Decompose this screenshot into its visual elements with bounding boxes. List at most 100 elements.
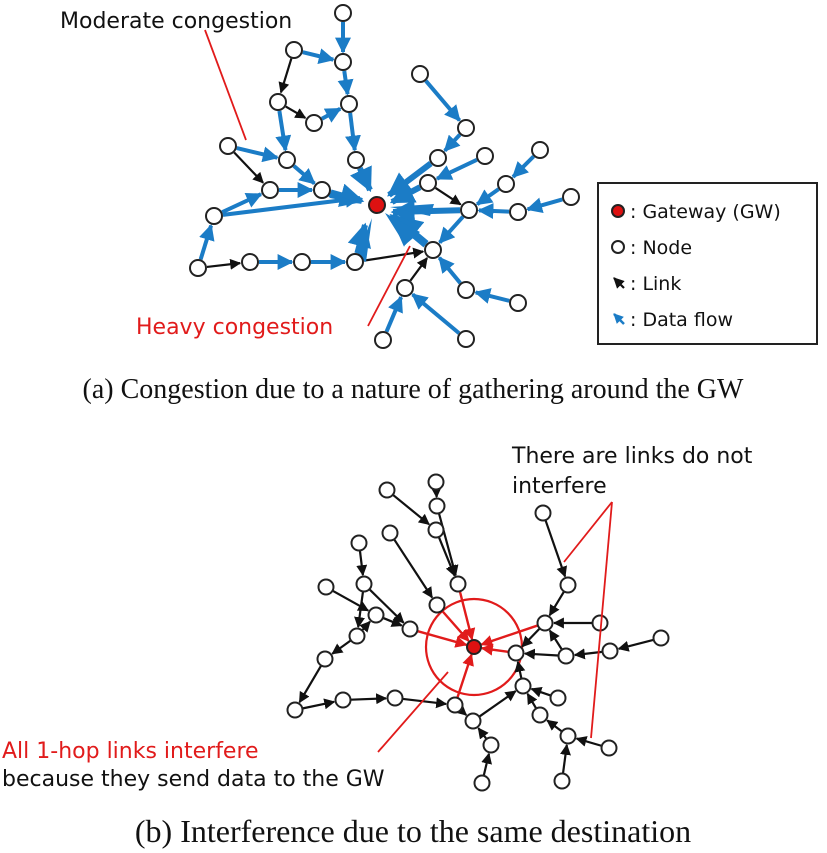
node-icon	[241, 253, 259, 271]
one-hop-link-arrow	[441, 610, 470, 642]
node-icon	[334, 4, 352, 22]
node-icon	[559, 727, 577, 745]
legend: : Gateway (GW) : Node : Link : Data flow	[597, 182, 818, 345]
node-icon	[457, 330, 475, 348]
one-hop-link-arrow	[458, 591, 476, 641]
congestion-wedge	[390, 204, 434, 216]
node-icon	[269, 93, 287, 111]
node-icon	[419, 174, 437, 192]
legend-data-flow-icon	[613, 313, 625, 325]
data-flow-arrow	[435, 158, 478, 181]
panel-b-one-hop-links	[417, 591, 538, 698]
node-icon	[313, 181, 331, 199]
one-hop-link-arrow	[417, 630, 468, 648]
moderate-congestion-leader	[204, 29, 247, 141]
legend-gateway-icon	[611, 204, 625, 218]
panel-a-gateway-icon	[368, 196, 386, 214]
link-arrow	[233, 151, 264, 184]
link-arrow	[478, 690, 517, 718]
link-arrow	[363, 247, 425, 262]
node-icon	[549, 689, 567, 707]
data-flow-arrow	[221, 192, 263, 215]
node-icon	[424, 241, 442, 259]
all-one-hop-leader	[377, 671, 449, 753]
legend-node-label: : Node	[630, 237, 692, 259]
link-arrow	[302, 698, 336, 710]
link-arrow	[393, 539, 434, 599]
all-one-hop-label: All 1-hop links interfere	[2, 739, 259, 764]
node-icon	[427, 473, 445, 491]
node-icon	[507, 644, 525, 662]
node-icon	[531, 141, 549, 159]
node-icon	[350, 534, 368, 552]
because-label: because they send data to the GW	[2, 767, 385, 792]
node-icon	[334, 691, 352, 709]
node-icon	[205, 207, 223, 225]
link-arrow	[206, 258, 242, 270]
data-flow-arrow	[337, 70, 354, 96]
link-arrow	[455, 704, 468, 716]
node-icon	[457, 281, 475, 299]
node-icon	[534, 504, 552, 522]
node-icon	[464, 712, 482, 730]
panel-a-caption: (a) Congestion due to a nature of gather…	[83, 374, 744, 405]
no-interfere-leader-1	[563, 501, 613, 563]
congestion-wedge	[322, 190, 361, 204]
node-icon	[355, 575, 373, 593]
link-arrow	[575, 736, 602, 747]
link-arrow	[481, 752, 492, 776]
node-icon	[347, 151, 365, 169]
node-icon	[473, 774, 491, 792]
legend-link-icon	[613, 277, 625, 289]
data-flow-arrow	[475, 187, 500, 206]
data-flow-arrow	[526, 197, 563, 214]
heavy-congestion-label: Heavy congestion	[136, 315, 333, 340]
moderate-congestion-label: Moderate congestion	[60, 9, 292, 34]
heavy-congestion-leader	[367, 245, 411, 327]
no-interfere-label-line2: interfere	[512, 474, 607, 499]
node-icon	[219, 137, 237, 155]
node-icon	[457, 119, 475, 137]
legend-gateway-label: : Gateway (GW)	[630, 201, 781, 223]
panel-b-network	[286, 473, 670, 792]
node-icon	[286, 701, 304, 719]
node-icon	[428, 596, 446, 614]
node-icon	[509, 203, 527, 221]
link-arrow	[573, 648, 603, 660]
no-interfere-leader-2	[590, 501, 613, 739]
node-icon	[346, 253, 364, 271]
data-flow-arrow	[302, 48, 335, 64]
link-arrow	[477, 727, 489, 740]
legend-box	[597, 182, 818, 345]
link-arrow	[409, 257, 428, 282]
link-arrow	[514, 660, 526, 679]
link-arrow	[331, 639, 352, 655]
node-icon	[293, 253, 311, 271]
node-icon	[278, 151, 296, 169]
data-flow-arrow	[438, 215, 465, 244]
data-flow-arrow	[345, 112, 361, 152]
node-icon	[446, 696, 464, 714]
data-flow-arrow	[424, 79, 462, 122]
node-icon	[449, 575, 467, 593]
node-icon	[509, 294, 527, 312]
node-icon	[334, 53, 352, 71]
node-icon	[557, 647, 575, 665]
link-arrow	[617, 638, 654, 652]
panel-b-nodes	[286, 473, 670, 792]
panel-a-nodes	[189, 4, 580, 349]
node-icon	[497, 175, 515, 193]
link-arrow	[392, 494, 430, 526]
panel-b-caption: (b) Interference due to the same destina…	[135, 813, 691, 849]
data-flow-arrow	[384, 295, 403, 333]
link-arrow	[434, 187, 462, 206]
node-icon	[562, 188, 580, 206]
data-flow-arrow	[437, 256, 462, 285]
link-arrow	[548, 629, 563, 650]
panel-a-edges	[198, 22, 563, 335]
link-arrow	[278, 58, 293, 94]
link-arrow	[285, 105, 307, 119]
data-flow-arrow	[411, 292, 461, 335]
link-arrow	[382, 616, 403, 627]
